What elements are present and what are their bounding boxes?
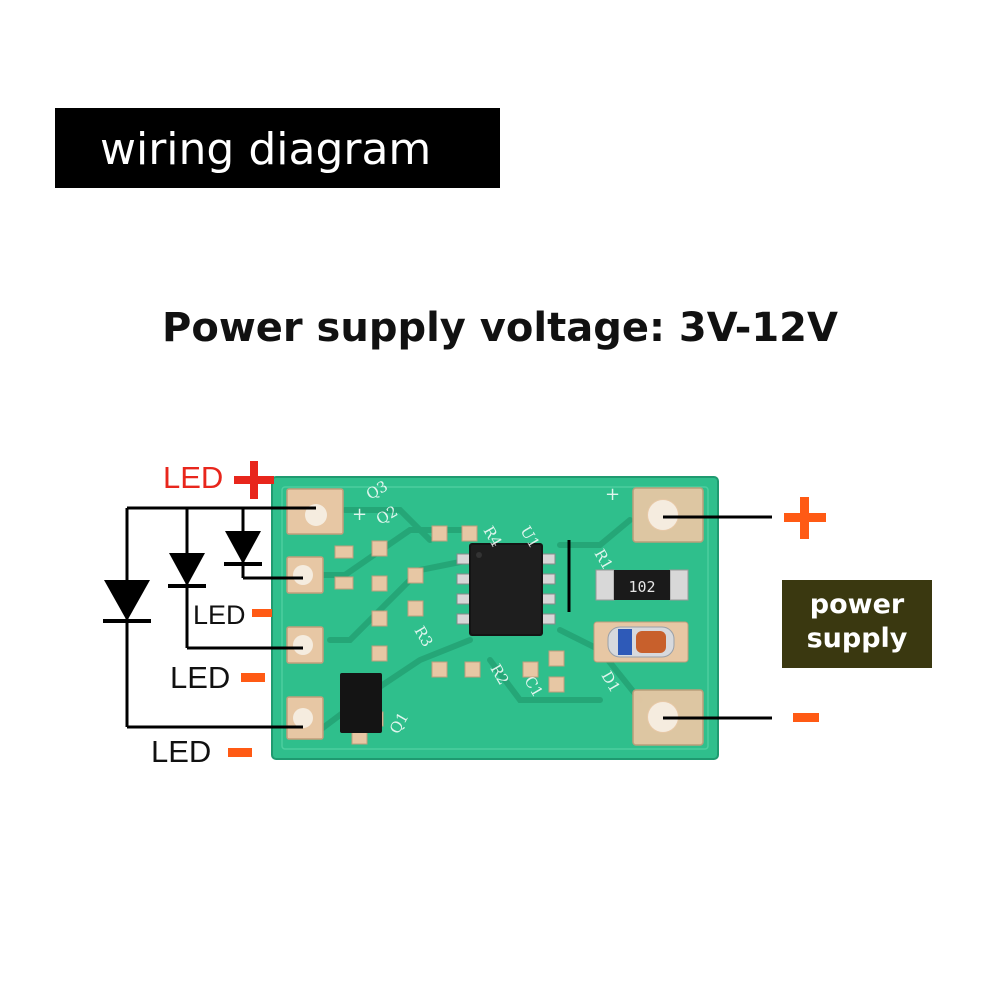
- power-supply-line2: supply: [806, 623, 908, 654]
- led-negative-label-2: LED: [170, 660, 231, 695]
- power-supply-label: power supply: [782, 588, 932, 656]
- voltage-subtitle: Power supply voltage: 3V-12V: [162, 305, 838, 351]
- silk-plus: +: [605, 484, 620, 505]
- led-diode-1: [224, 531, 262, 566]
- title-banner: [55, 108, 500, 188]
- led-minus-sign-2: [241, 673, 265, 682]
- led-plus-sign: [234, 461, 274, 499]
- diode-d1: [593, 621, 689, 663]
- led-positive-label: LED: [163, 460, 224, 495]
- diagram-title: wiring diagram: [100, 124, 432, 175]
- pcb-smd-pads: [334, 525, 565, 745]
- power-supply-box: [782, 580, 932, 668]
- resistor-r1: 102: [595, 569, 689, 601]
- resistor-code: 102: [628, 578, 655, 596]
- pcb-inner-border: [281, 486, 709, 750]
- led-negative-label-1: LED: [193, 600, 246, 630]
- led-diode-3: [103, 580, 151, 623]
- led-minus-sign-3: [228, 748, 252, 757]
- power-supply-line1: power: [809, 589, 905, 620]
- silk-plus-left: +: [352, 504, 367, 525]
- led-minus-sign-1: [252, 609, 272, 617]
- power-minus-sign: [793, 713, 819, 722]
- led-negative-label-3: LED: [151, 734, 212, 769]
- transistor-q1: [340, 673, 382, 733]
- power-plus-sign: [784, 497, 826, 539]
- ic-chip-u1: [456, 543, 556, 636]
- led-diode-2: [168, 553, 206, 588]
